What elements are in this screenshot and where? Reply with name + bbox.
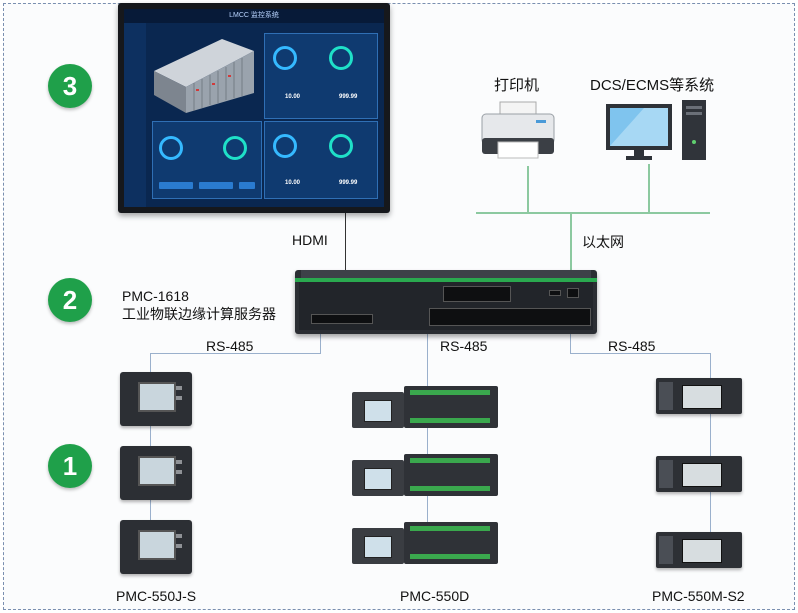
server-desc-label: 工业物联边缘计算服务器 xyxy=(122,306,276,322)
rs485-label-mid: RS-485 xyxy=(440,338,488,354)
pc-drop xyxy=(648,164,650,212)
step-badge-2: 2 xyxy=(48,278,92,322)
screen-value-c: 10.00 xyxy=(285,180,301,186)
server-ethernet-port xyxy=(567,288,579,298)
server-usb-port xyxy=(549,290,561,296)
printer-label: 打印机 xyxy=(494,77,540,94)
rs485-right-bus xyxy=(570,353,710,354)
screen-button-2 xyxy=(199,182,233,189)
edge-server-device xyxy=(295,270,597,334)
meter-550d-3 xyxy=(352,522,502,566)
step-badge-1: 1 xyxy=(48,444,92,488)
dcs-label: DCS/ECMS等系统 xyxy=(590,77,715,94)
gauge-ring-5 xyxy=(273,134,297,158)
step-badge-3: 3 xyxy=(48,64,92,108)
hmi-monitor: LMCC 监控系统 10.00 999.99 xyxy=(118,3,390,213)
rs485-left-bus xyxy=(150,353,321,354)
screen-value-a: 10.00 xyxy=(285,94,301,100)
meter-c-label: PMC-550M-S2 xyxy=(652,588,745,604)
screen-value-b: 999.99 xyxy=(339,94,358,100)
server-front-panel xyxy=(299,282,593,330)
hdmi-label: HDMI xyxy=(292,232,328,248)
screen-panel-bottom-right: 10.00 999.99 xyxy=(264,121,378,199)
gauge-ring-1 xyxy=(273,46,297,70)
server-top-panel xyxy=(301,270,591,278)
printer-icon xyxy=(481,101,555,159)
meter-550j-s-2 xyxy=(120,446,192,500)
cabinet-rack-image xyxy=(154,39,254,113)
ethernet-label: 以太网 xyxy=(582,234,624,250)
rs485-label-right: RS-485 xyxy=(608,338,656,354)
ethernet-riser xyxy=(570,212,572,270)
meter-550d-2 xyxy=(352,454,502,498)
screen-title: LMCC 监控系统 xyxy=(124,9,384,23)
server-accent-strip xyxy=(295,278,597,282)
computer-icon xyxy=(606,100,706,160)
rs485-right-riser xyxy=(570,334,571,354)
ethernet-bus xyxy=(476,212,710,214)
printer-drop xyxy=(527,166,529,212)
meter-b-label: PMC-550D xyxy=(400,588,470,604)
meter-550d-1 xyxy=(352,386,502,430)
screen-sidebar xyxy=(124,23,146,207)
server-model-label: PMC-1618 xyxy=(122,288,189,304)
gauge-ring-6 xyxy=(329,134,353,158)
server-terminal-row xyxy=(429,308,591,326)
rs485-left-drop xyxy=(150,353,151,533)
rs485-mid-drop xyxy=(427,334,428,540)
meter-550j-s-1 xyxy=(120,372,192,426)
screen-button-1 xyxy=(159,182,193,189)
meter-550j-s-3 xyxy=(120,520,192,574)
monitor-screen: LMCC 监控系统 10.00 999.99 xyxy=(124,9,384,207)
screen-panel-top-right: 10.00 999.99 xyxy=(264,33,378,119)
rs485-left-riser xyxy=(320,334,321,354)
hdmi-line xyxy=(345,213,346,270)
rs485-right-drop xyxy=(710,353,711,543)
meter-a-label: PMC-550J-S xyxy=(116,588,197,604)
gauge-ring-3 xyxy=(159,136,183,160)
gauge-ring-4 xyxy=(223,136,247,160)
server-port-block xyxy=(443,286,511,302)
screen-button-3 xyxy=(239,182,255,189)
meter-550m-s2-3 xyxy=(656,532,742,568)
gauge-ring-2 xyxy=(329,46,353,70)
screen-value-d: 999.99 xyxy=(339,180,358,186)
meter-550m-s2-1 xyxy=(656,378,742,414)
server-vent xyxy=(311,314,373,324)
screen-panel-bottom-left xyxy=(152,121,262,199)
meter-550m-s2-2 xyxy=(656,456,742,492)
rs485-label-left: RS-485 xyxy=(206,338,254,354)
